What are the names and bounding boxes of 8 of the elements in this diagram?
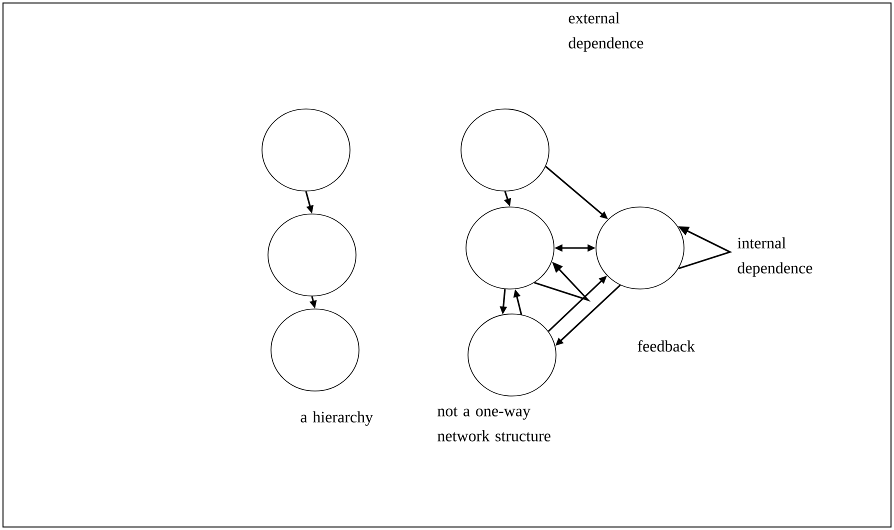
circle — [466, 206, 554, 290]
circle — [268, 214, 356, 296]
circle — [596, 206, 684, 290]
circle — [270, 308, 360, 392]
circle — [262, 108, 350, 192]
label: feedback — [638, 340, 695, 352]
circle — [468, 314, 556, 396]
circle — [460, 108, 550, 192]
